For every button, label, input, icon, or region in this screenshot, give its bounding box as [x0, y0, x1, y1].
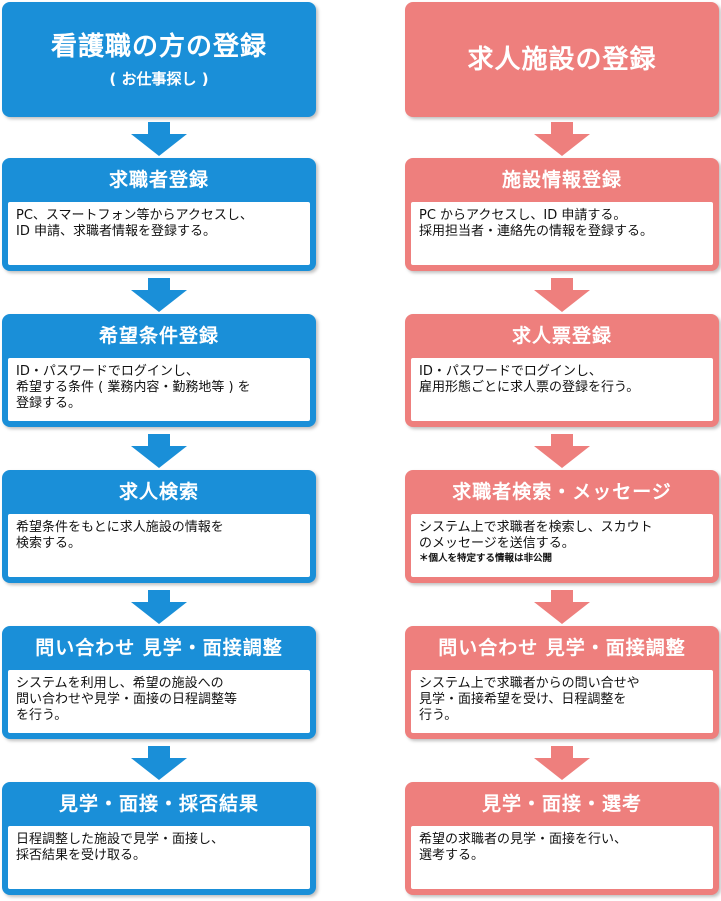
- step-line: 採否結果を受け取る。: [16, 848, 147, 863]
- flow-arrow-down-icon: [532, 746, 592, 780]
- step-description: 希望条件をもとに求人施設の情報を 検索する。: [8, 514, 310, 577]
- step-description: ID・パスワードでログインし、 希望する条件 ( 業務内容・勤務地等 ) を 登…: [8, 358, 310, 421]
- step-line: 検索する。: [16, 536, 82, 551]
- step-line: 行う。: [419, 708, 458, 723]
- flow-arrow-down-icon: [532, 434, 592, 468]
- step-line: 登録する。: [16, 396, 82, 411]
- step-title: 問い合わせ 見学・面接調整: [35, 637, 283, 659]
- step-line: 希望の求職者の見学・面接を行い、: [419, 832, 628, 847]
- step-line: PC、スマートフォン等からアクセスし、: [16, 208, 253, 223]
- step-line: ID・パスワードでログインし、: [419, 364, 602, 379]
- job-seeker-header-title: 看護職の方の登録: [50, 32, 267, 62]
- flow-arrow-down-icon: [532, 590, 592, 624]
- step-title: 見学・面接・採否結果: [58, 793, 259, 815]
- step-description: システム上で求職者からの問い合せや 見学・面接希望を受け、日程調整を 行う。: [411, 670, 713, 733]
- job-seeker-step-1: 求職者登録 PC、スマートフォン等からアクセスし、 ID 申請、求職者情報を登録…: [2, 158, 316, 271]
- step-title: 問い合わせ 見学・面接調整: [438, 637, 686, 659]
- flow-arrow-down-icon: [129, 590, 189, 624]
- step-line: 採用担当者・連絡先の情報を登録する。: [419, 224, 654, 239]
- facility-step-1: 施設情報登録 PC からアクセスし、ID 申請する。 採用担当者・連絡先の情報を…: [405, 158, 719, 271]
- step-line: 選考する。: [419, 848, 485, 863]
- job-seeker-header: 看護職の方の登録 ( お仕事探し ): [2, 2, 316, 117]
- job-seeker-step-3: 求人検索 希望条件をもとに求人施設の情報を 検索する。: [2, 470, 316, 583]
- step-description: ID・パスワードでログインし、 雇用形態ごとに求人票の登録を行う。: [411, 358, 713, 421]
- step-description: 希望の求職者の見学・面接を行い、 選考する。: [411, 826, 713, 889]
- step-description: 日程調整した施設で見学・面接し、 採否結果を受け取る。: [8, 826, 310, 889]
- step-title: 希望条件登録: [98, 325, 219, 347]
- job-seeker-header-subtitle: ( お仕事探し ): [109, 70, 209, 88]
- flow-arrow-down-icon: [532, 122, 592, 156]
- facility-step-5: 見学・面接・選考 希望の求職者の見学・面接を行い、 選考する。: [405, 782, 719, 895]
- facility-step-3: 求職者検索・メッセージ システム上で求職者を検索し、スカウト のメッセージを送信…: [405, 470, 719, 583]
- step-line: 問い合わせや見学・面接の日程調整等: [16, 692, 238, 707]
- step-description: PC からアクセスし、ID 申請する。 採用担当者・連絡先の情報を登録する。: [411, 202, 713, 265]
- step-line: 日程調整した施設で見学・面接し、: [16, 832, 225, 847]
- flow-arrow-down-icon: [532, 278, 592, 312]
- step-line: のメッセージを送信する。: [419, 536, 575, 551]
- flow-arrow-down-icon: [129, 278, 189, 312]
- facility-step-2: 求人票登録 ID・パスワードでログインし、 雇用形態ごとに求人票の登録を行う。: [405, 314, 719, 427]
- step-line: 希望する条件 ( 業務内容・勤務地等 ) を: [16, 380, 251, 395]
- step-title: 求職者登録: [108, 169, 209, 191]
- step-line: ID 申請、求職者情報を登録する。: [16, 224, 216, 239]
- flow-arrow-down-icon: [129, 434, 189, 468]
- job-seeker-step-5: 見学・面接・採否結果 日程調整した施設で見学・面接し、 採否結果を受け取る。: [2, 782, 316, 895]
- step-title: 求人検索: [118, 481, 199, 503]
- step-line: システムを利用し、希望の施設への: [16, 676, 224, 691]
- step-line: システム上で求職者からの問い合せや: [419, 676, 640, 691]
- step-line: ID・パスワードでログインし、: [16, 364, 199, 379]
- step-line: システム上で求職者を検索し、スカウト: [419, 520, 653, 535]
- step-line: PC からアクセスし、ID 申請する。: [419, 208, 627, 223]
- facility-header: 求人施設の登録: [405, 2, 719, 117]
- job-seeker-step-2: 希望条件登録 ID・パスワードでログインし、 希望する条件 ( 業務内容・勤務地…: [2, 314, 316, 427]
- privacy-note: ＊個人を特定する情報は非公開: [419, 553, 553, 564]
- step-title: 施設情報登録: [501, 169, 622, 191]
- step-title: 見学・面接・選考: [481, 793, 642, 815]
- step-description: PC、スマートフォン等からアクセスし、 ID 申請、求職者情報を登録する。: [8, 202, 310, 265]
- step-title: 求人票登録: [511, 325, 612, 347]
- step-line: 雇用形態ごとに求人票の登録を行う。: [419, 380, 640, 395]
- facility-step-4: 問い合わせ 見学・面接調整 システム上で求職者からの問い合せや 見学・面接希望を…: [405, 626, 719, 739]
- step-line: 希望条件をもとに求人施設の情報を: [16, 520, 224, 535]
- step-title: 求職者検索・メッセージ: [452, 481, 672, 503]
- step-line: 見学・面接希望を受け、日程調整を: [419, 692, 627, 707]
- step-description: システム上で求職者を検索し、スカウト のメッセージを送信する。 ＊個人を特定する…: [411, 514, 713, 577]
- facility-header-title: 求人施設の登録: [467, 44, 657, 75]
- step-line: を行う。: [16, 708, 68, 723]
- flow-arrow-down-icon: [129, 122, 189, 156]
- step-description: システムを利用し、希望の施設への 問い合わせや見学・面接の日程調整等 を行う。: [8, 670, 310, 733]
- job-seeker-step-4: 問い合わせ 見学・面接調整 システムを利用し、希望の施設への 問い合わせや見学・…: [2, 626, 316, 739]
- flow-arrow-down-icon: [129, 746, 189, 780]
